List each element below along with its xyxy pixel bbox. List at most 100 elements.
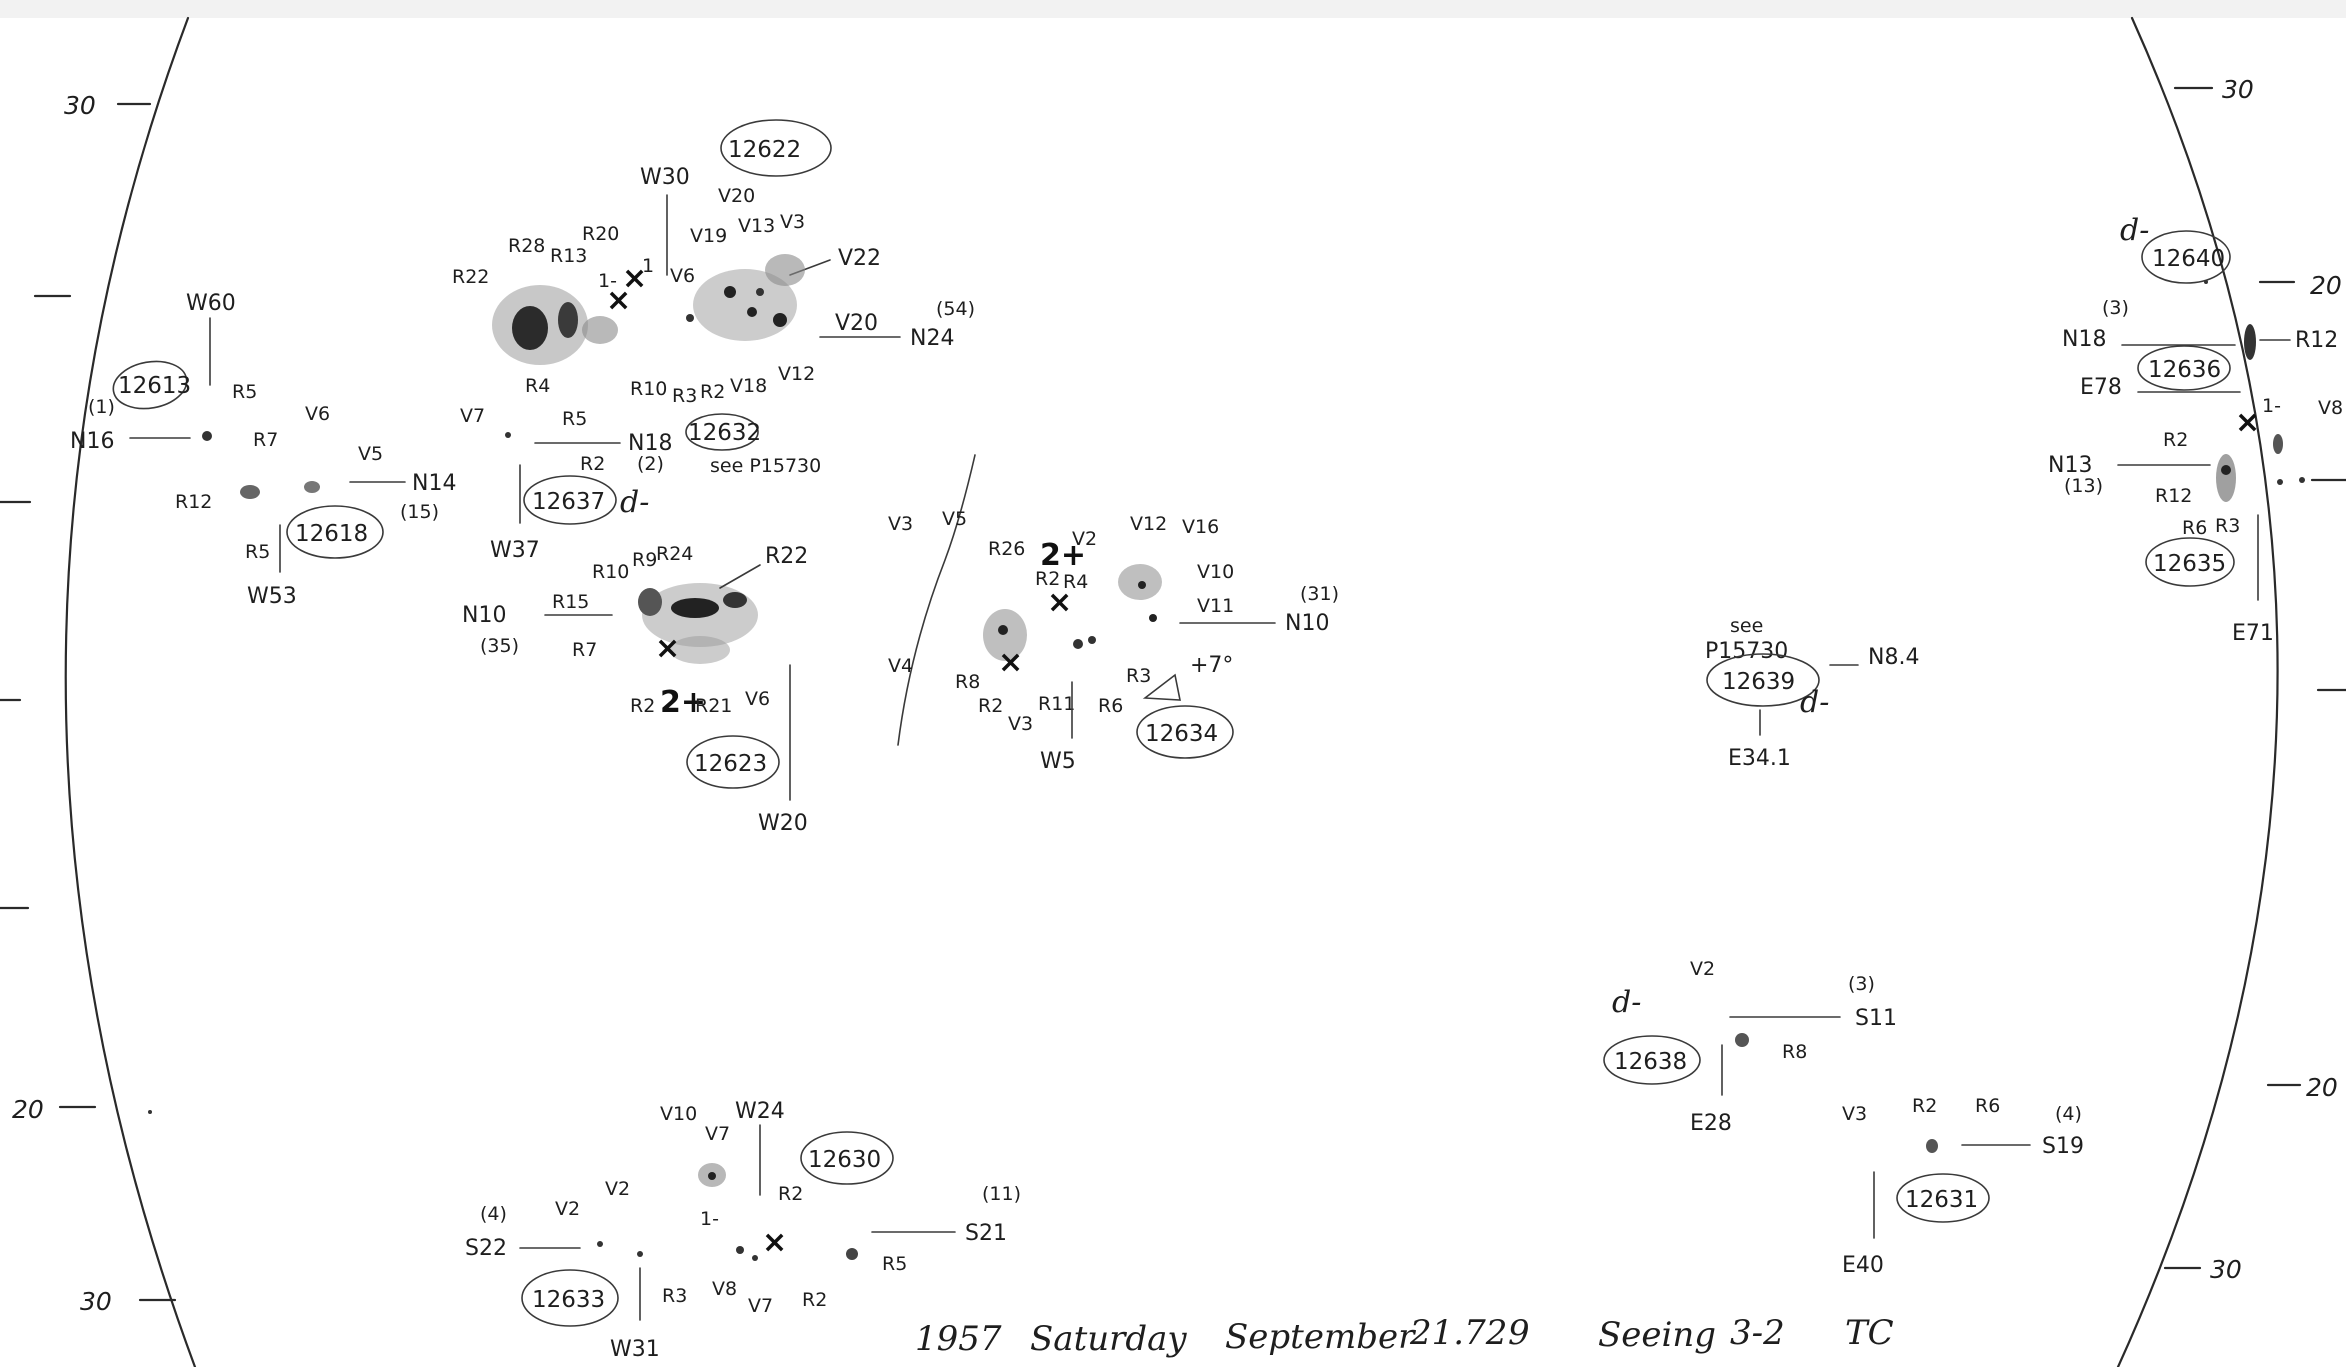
- tick-label: 30: [2222, 75, 2254, 104]
- label: V5: [942, 508, 967, 530]
- label: R15: [552, 591, 589, 613]
- region-number: 12635: [2153, 551, 2226, 577]
- label: 2+: [660, 685, 706, 720]
- label: V16: [1182, 516, 1219, 538]
- label: R3: [2215, 515, 2240, 537]
- region-12635: R2 × 1- V8 N13 (13) R12 R6 R3 12635 E71: [2048, 395, 2343, 646]
- label: R8: [1782, 1041, 1807, 1063]
- x-mark: ×: [655, 631, 680, 666]
- label: V20: [718, 185, 755, 207]
- label: R4: [525, 375, 550, 397]
- label: R2: [978, 695, 1003, 717]
- label: R2: [630, 695, 655, 717]
- region-12639: see P15730 12639 N8.4 d- E34.1: [1705, 615, 1919, 771]
- label: V18: [730, 375, 767, 397]
- label: S19: [2042, 1134, 2084, 1159]
- label: (4): [480, 1203, 507, 1225]
- label: V13: [738, 215, 775, 237]
- label: R12: [175, 491, 212, 513]
- label: (31): [1300, 583, 1339, 605]
- label: R20: [582, 223, 619, 245]
- label: W31: [610, 1337, 660, 1362]
- label: N16: [70, 429, 114, 454]
- label: R4: [1063, 571, 1088, 593]
- observation-note: 1957 Saturday September 21.72 9 Seeing 3…: [915, 1313, 1894, 1359]
- label: V7: [705, 1123, 730, 1145]
- label: R22: [765, 544, 808, 569]
- label: V5: [358, 443, 383, 465]
- label: R28: [508, 235, 545, 257]
- label: V11: [1197, 595, 1234, 617]
- label: N10: [462, 603, 506, 628]
- label: (2): [637, 453, 664, 475]
- label: N18: [2062, 327, 2106, 352]
- label: W60: [186, 291, 236, 316]
- region-number: 12618: [295, 521, 368, 547]
- label: V4: [888, 655, 913, 677]
- label: (11): [982, 1183, 1021, 1205]
- right-limb-ticks: 30 20 20 30: [2163, 75, 2346, 1284]
- label: (4): [2055, 1103, 2082, 1125]
- x-mark: ×: [1047, 585, 1072, 620]
- label: V22: [838, 246, 881, 271]
- label: (3): [1848, 973, 1875, 995]
- region-12634: V3 V5 V4 R26 2+ V2 V12 V16 V10 V11 R2 R4…: [888, 454, 1339, 774]
- label: N13: [2048, 453, 2092, 478]
- tick-label: 20: [2310, 271, 2342, 300]
- label: R2: [2163, 429, 2188, 451]
- label: see: [1730, 615, 1763, 637]
- label: R9: [632, 549, 657, 571]
- label: W37: [490, 538, 540, 563]
- label: R10: [630, 378, 667, 400]
- region-number: 12613: [118, 373, 191, 399]
- label: V6: [670, 265, 695, 287]
- label: N24: [910, 326, 954, 351]
- region-number: 12630: [808, 1147, 881, 1173]
- left-limb-arc: [64, 16, 197, 1367]
- label: R5: [882, 1253, 907, 1275]
- label: R13: [550, 245, 587, 267]
- label: V2: [605, 1178, 630, 1200]
- footer-date: 21.72: [1409, 1313, 1507, 1353]
- label: V7: [460, 405, 485, 427]
- region-number: 12640: [2152, 246, 2225, 272]
- label: (3): [2102, 297, 2129, 319]
- label: W24: [735, 1099, 785, 1124]
- label: V3: [1008, 713, 1033, 735]
- label: V3: [780, 211, 805, 233]
- region-number: 12634: [1145, 721, 1218, 747]
- label: V8: [2318, 397, 2343, 419]
- label: W30: [640, 165, 690, 190]
- label: E40: [1842, 1253, 1884, 1278]
- label: R12: [2295, 328, 2338, 353]
- label: N14: [412, 471, 456, 496]
- label: V2: [555, 1198, 580, 1220]
- tick-label: 30: [80, 1287, 112, 1316]
- paper-top-edge: [0, 0, 2346, 18]
- label: 1-: [2262, 395, 2281, 417]
- region-12632: 12632 see P15730: [685, 413, 821, 477]
- region-12623: R10 R9 R24 R22 R15 N10 (35) R7 × R2 2+ R…: [462, 543, 808, 836]
- label: R5: [562, 408, 587, 430]
- label: R2: [1035, 568, 1060, 590]
- label: V3: [1842, 1103, 1867, 1125]
- label: R6: [1098, 695, 1123, 717]
- stray-dot: [148, 1110, 152, 1114]
- left-limb-ticks: 30 20 30: [0, 91, 177, 1316]
- label: (13): [2064, 475, 2103, 497]
- label: V2: [1072, 528, 1097, 550]
- label: W5: [1040, 749, 1076, 774]
- x-mark: ×: [2235, 405, 2260, 440]
- label: R2: [580, 453, 605, 475]
- label: V8: [712, 1278, 737, 1300]
- region-12631: V3 R2 R6 (4) S19 12631 E40: [1842, 1095, 2084, 1278]
- region-12636: (3) N18 R12 12636 E78: [2062, 297, 2338, 400]
- label: V2: [1690, 958, 1715, 980]
- footer-time: 9: [1508, 1313, 1530, 1353]
- label: V10: [1197, 561, 1234, 583]
- label: R8: [955, 671, 980, 693]
- tick-label: 30: [64, 91, 96, 120]
- label: V6: [305, 403, 330, 425]
- tick-label: 30: [2210, 1255, 2242, 1284]
